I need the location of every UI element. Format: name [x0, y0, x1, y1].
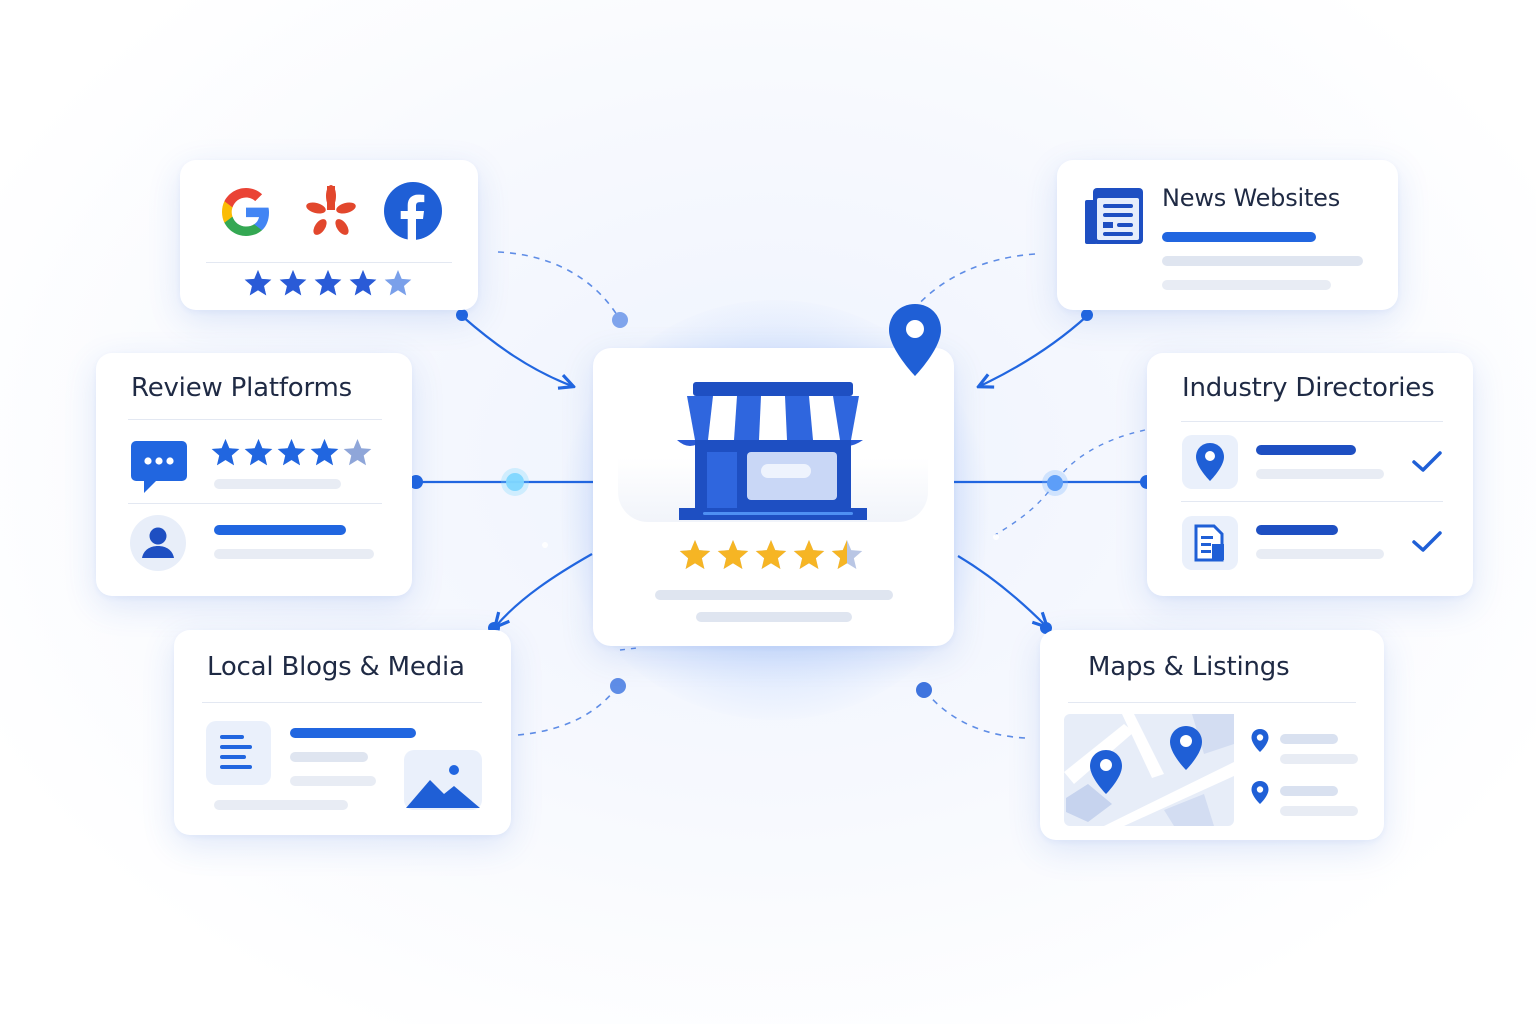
storefront-glow-line — [703, 512, 853, 515]
star-icon — [244, 439, 273, 466]
star-icon — [349, 270, 377, 296]
divider — [1181, 421, 1443, 422]
star-icon — [244, 270, 272, 296]
maps-listings-card: Maps & Listings — [1040, 630, 1384, 840]
document-icon — [1182, 516, 1238, 570]
arrow-review-sites — [461, 315, 572, 386]
connector-dot — [456, 309, 468, 321]
divider — [1068, 702, 1356, 703]
dashed-curve — [619, 647, 638, 651]
placeholder-line — [214, 549, 374, 559]
star-rating — [244, 270, 412, 296]
news-card: News Websites — [1057, 160, 1398, 310]
connector-node — [1042, 470, 1068, 496]
divider — [128, 419, 382, 420]
star-icon — [717, 540, 749, 569]
checkmark-icon — [1412, 451, 1442, 472]
connector-node — [1047, 475, 1063, 491]
placeholder-line — [1162, 280, 1331, 290]
review-platforms-card: Review Platforms — [96, 353, 412, 596]
local-blogs-card: Local Blogs & Media — [174, 630, 511, 835]
checkmark-icon — [1412, 531, 1442, 552]
document-icon — [206, 721, 271, 785]
dashed-curve — [1054, 429, 1146, 484]
connector-node — [610, 678, 626, 694]
star-icon — [314, 270, 342, 296]
arrow-maps — [957, 555, 1046, 626]
star-icon — [343, 439, 372, 466]
yelp-icon — [306, 185, 356, 235]
placeholder-line — [1256, 469, 1384, 479]
placeholder-line — [1256, 445, 1356, 455]
placeholder-line — [1256, 525, 1338, 535]
chat-bubble-icon — [131, 441, 187, 493]
card-title: Maps & Listings — [1088, 652, 1290, 682]
placeholder-line — [696, 612, 852, 622]
storefront-icon — [677, 382, 867, 520]
star-icon — [277, 439, 306, 466]
user-avatar-icon — [130, 515, 186, 571]
arrow-news — [980, 315, 1088, 386]
dashed-curve — [497, 251, 621, 321]
star-icon — [279, 270, 307, 296]
star-icon — [831, 540, 847, 569]
map-icon — [1064, 714, 1234, 826]
connector-node — [501, 468, 529, 496]
card-title: News Websites — [1162, 184, 1341, 212]
connector-dot — [409, 475, 423, 489]
review-sites-card — [180, 160, 478, 310]
star-icon — [211, 439, 240, 466]
image-icon — [404, 750, 482, 810]
sparkle — [542, 542, 548, 548]
dashed-curve — [923, 689, 1026, 739]
dashed-curve — [517, 685, 619, 736]
placeholder-line — [214, 800, 348, 810]
connector-node — [506, 473, 524, 491]
placeholder-line — [290, 776, 376, 786]
connector-dot — [1081, 309, 1093, 321]
placeholder-line — [1280, 734, 1338, 744]
placeholder-line — [1280, 786, 1338, 796]
star-icon — [310, 439, 339, 466]
placeholder-line — [1280, 754, 1358, 764]
card-title: Local Blogs & Media — [207, 652, 465, 682]
placeholder-line — [214, 479, 341, 489]
star-icon — [679, 540, 711, 569]
placeholder-line — [290, 728, 416, 738]
connector-node — [612, 312, 628, 328]
placeholder-line — [1280, 806, 1358, 816]
business-card — [593, 348, 954, 646]
star-icon — [384, 270, 412, 296]
placeholder-line — [1256, 549, 1384, 559]
divider — [128, 503, 382, 504]
connector-node — [916, 682, 932, 698]
business-star-rating — [679, 540, 863, 569]
arrow-local-blogs — [496, 553, 593, 626]
location-pin-icon — [1251, 729, 1269, 752]
newspaper-icon — [1085, 188, 1143, 244]
divider — [206, 262, 452, 263]
placeholder-line — [1162, 256, 1363, 266]
location-pin-icon — [889, 304, 941, 376]
star-icon — [793, 540, 825, 569]
divider — [1181, 501, 1443, 502]
dashed-curve — [914, 253, 1036, 309]
star-rating — [211, 439, 372, 466]
location-pin-icon — [1182, 435, 1238, 489]
card-title: Industry Directories — [1182, 373, 1435, 403]
facebook-icon — [384, 182, 442, 240]
placeholder-line — [1162, 232, 1316, 242]
card-title: Review Platforms — [131, 373, 353, 403]
placeholder-line — [290, 752, 368, 762]
divider — [202, 702, 482, 703]
location-pin-icon — [1251, 781, 1269, 804]
industry-directories-card: Industry Directories — [1147, 353, 1473, 596]
sparkle — [993, 534, 999, 540]
google-icon — [222, 188, 269, 236]
star-icon — [755, 540, 787, 569]
placeholder-line — [214, 525, 346, 535]
placeholder-line — [655, 590, 893, 600]
